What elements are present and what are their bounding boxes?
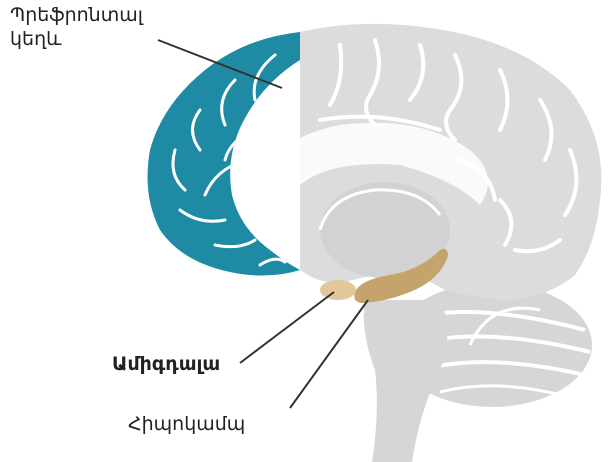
hippocampus-label: Հիպոկամպ (128, 413, 245, 437)
prefrontal-label-line1: Պրեֆրոնտալ (10, 4, 143, 28)
amygdala-leader-line (240, 292, 334, 363)
prefrontal-label-line2: կեղև (10, 28, 143, 52)
prefrontal-cortex-label: Պրեֆրոնտալ կեղև (10, 4, 143, 52)
prefrontal-cortex (148, 32, 300, 276)
amygdala-label: Ամիգդալա (112, 353, 220, 377)
amygdala-region (320, 280, 356, 300)
